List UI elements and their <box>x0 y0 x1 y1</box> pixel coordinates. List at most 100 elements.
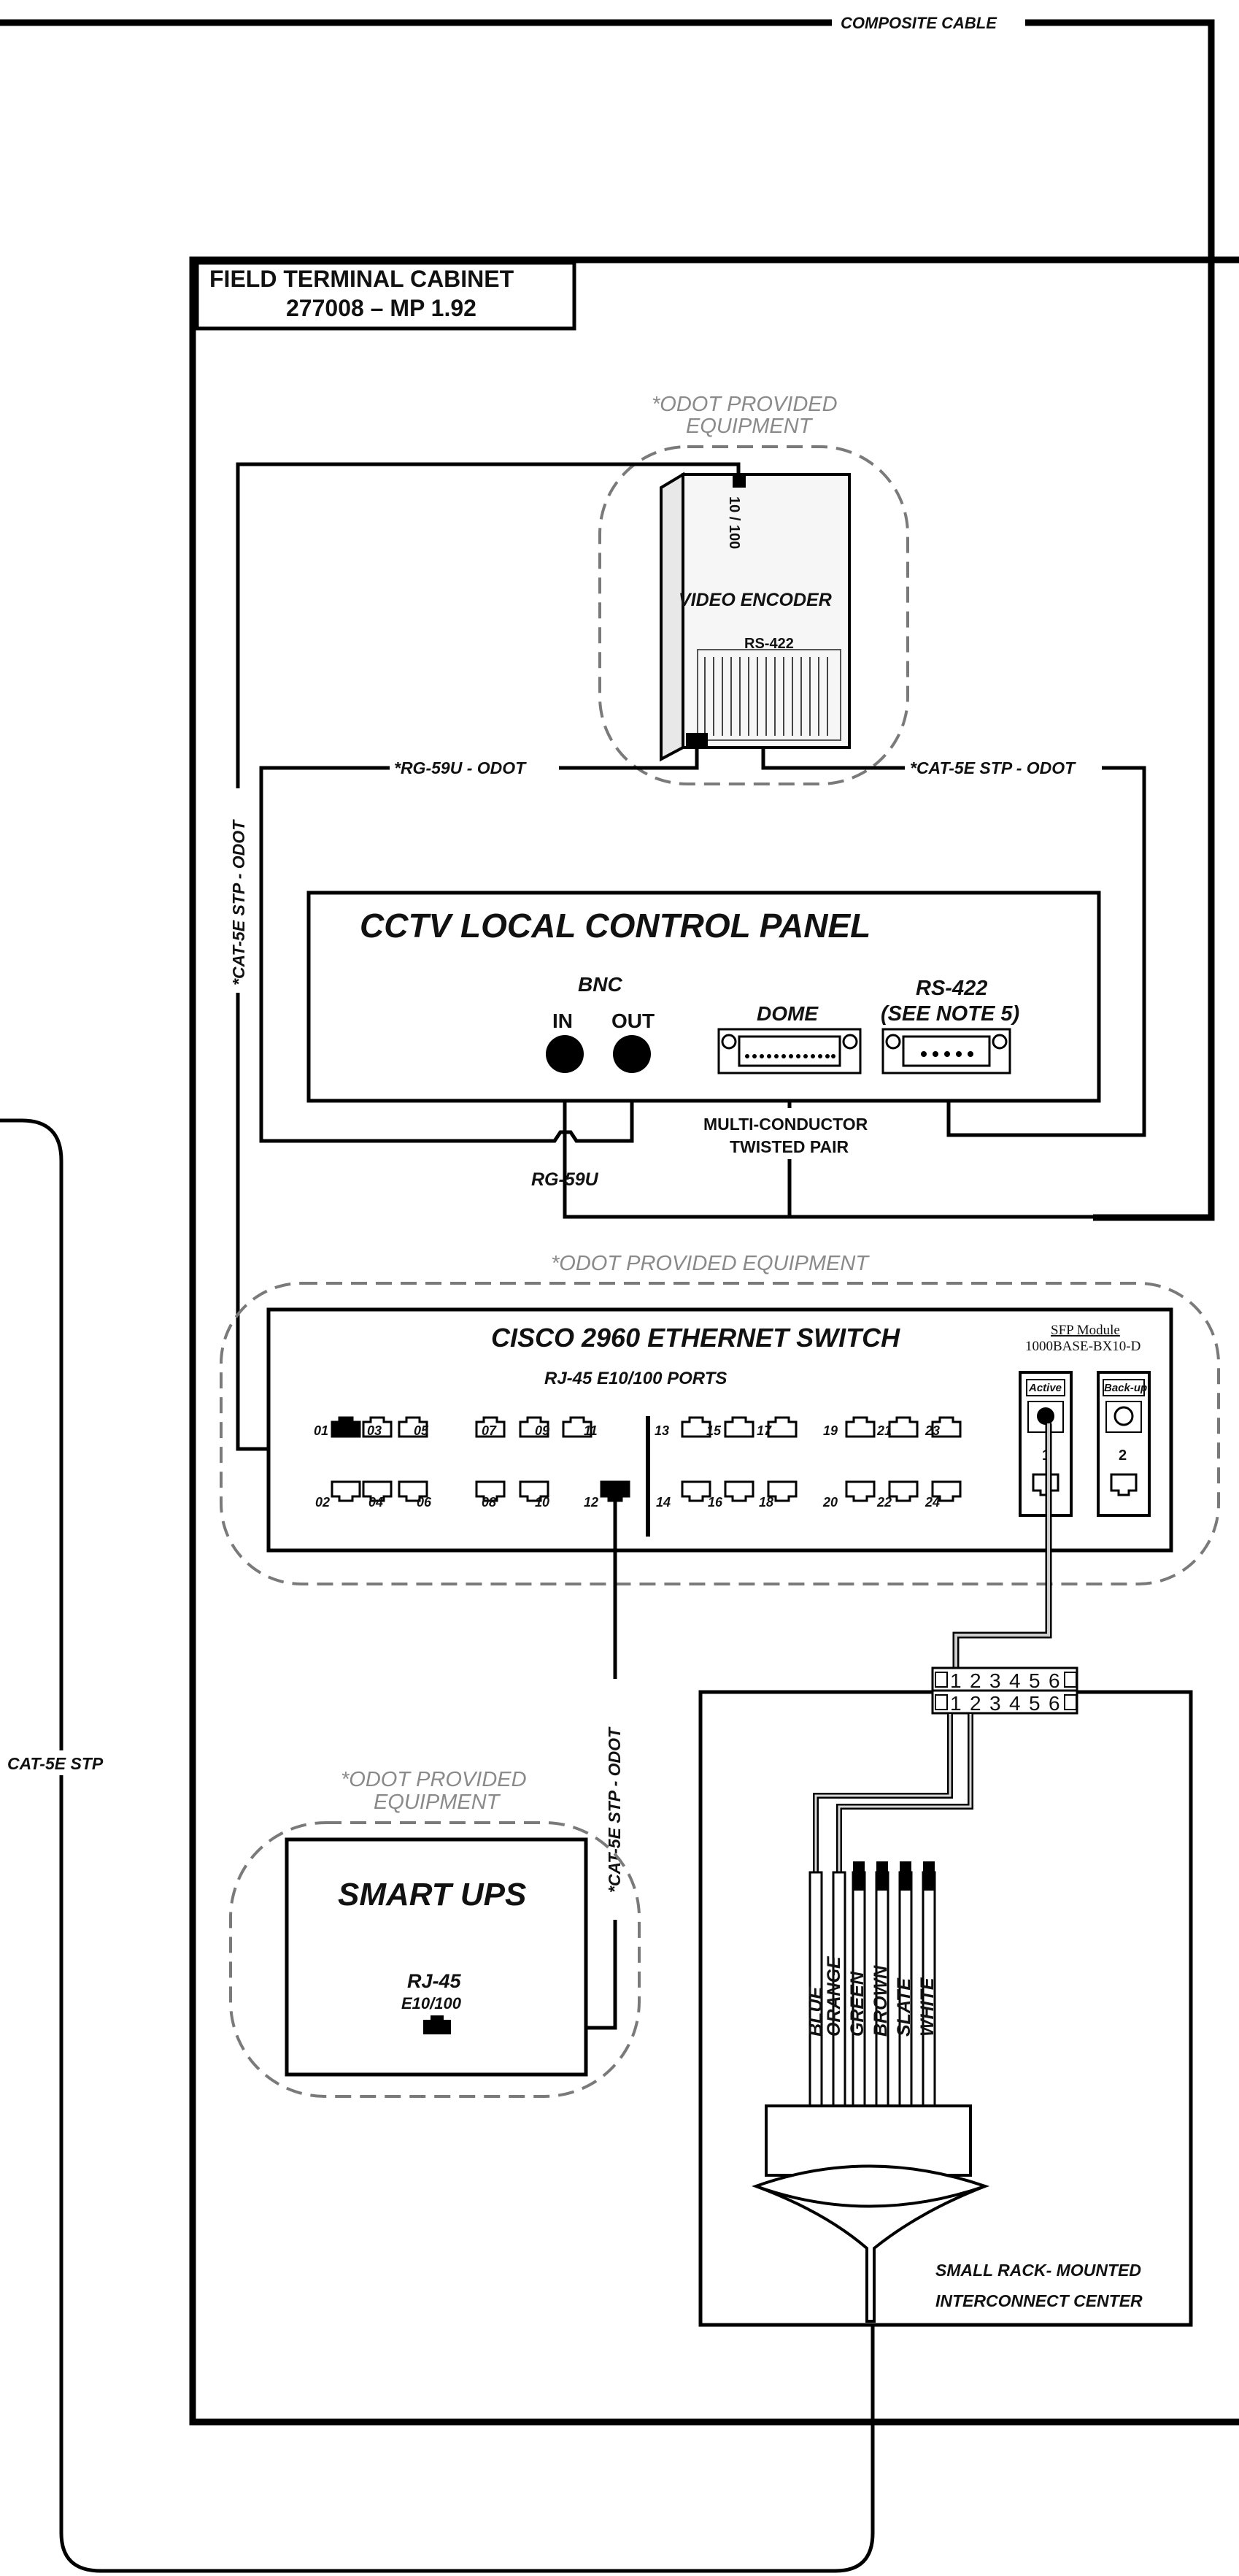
encoder-port-label: 10 / 100 <box>726 496 742 549</box>
multi-conductor-label: MULTI-CONDUCTOR <box>703 1115 868 1134</box>
encoder-rs422-label: RS-422 <box>744 636 794 652</box>
sfp-fiber-cable <box>952 1423 1052 1683</box>
rg59u-label: RG-59U <box>531 1169 599 1190</box>
port-24: 24 <box>925 1495 940 1510</box>
terminal-strip <box>931 1666 1078 1715</box>
fiber-blue-label: BLUE <box>806 1986 826 2037</box>
ups-rj45-label: RJ-45 <box>407 1970 462 1992</box>
odot-ups-label-2: EQUIPMENT <box>374 1791 501 1814</box>
rs422-label: RS-422 <box>916 977 987 1000</box>
port-03: 03 <box>367 1423 382 1438</box>
port-16: 16 <box>708 1495 723 1510</box>
port-14: 14 <box>656 1495 671 1510</box>
fiber-orange-label: ORANGE <box>824 1956 844 2037</box>
rs422-connector <box>881 1028 1011 1074</box>
switch-port-row-top <box>331 1416 962 1438</box>
fiber-white-label: WHITE <box>917 1977 938 2037</box>
fiber-funnel <box>752 2104 990 2323</box>
bnc-out-label: OUT <box>611 1010 655 1032</box>
panel-title: CCTV LOCAL CONTROL PANEL <box>360 907 871 945</box>
cabinet-title: FIELD TERMINAL CABINET <box>209 266 514 292</box>
ic-label-1: SMALL RACK- MOUNTED <box>935 2261 1141 2280</box>
port-11: 11 <box>584 1423 598 1438</box>
port-23: 23 <box>925 1423 940 1438</box>
ups-title: SMART UPS <box>338 1877 526 1912</box>
cat5e-stp-label: CAT-5E STP <box>7 1754 104 1773</box>
cat5e-odot-label-left: *CAT-5E STP - ODOT <box>229 819 248 985</box>
terminal-bottom-3: 3 <box>989 1692 1001 1715</box>
sfp-active-label: Active <box>1028 1382 1062 1394</box>
bnc-out-connector <box>613 1035 651 1073</box>
terminal-bottom-5: 5 <box>1029 1692 1041 1715</box>
ups-rj45-port <box>423 2015 451 2034</box>
cat5e-odot-switch-label: *CAT-5E STP - ODOT <box>605 1726 624 1893</box>
sfp-backup-label: Back-up <box>1104 1382 1147 1394</box>
switch-port-row-bottom <box>331 1480 962 1502</box>
smart-ups <box>285 1837 588 2077</box>
port-06: 06 <box>417 1495 432 1510</box>
port-02: 02 <box>315 1495 330 1510</box>
ic-label-2: INTERCONNECT CENTER <box>935 2291 1143 2310</box>
rg59u-odot-label: *RG-59U - ODOT <box>394 758 527 777</box>
port-04: 04 <box>368 1495 383 1510</box>
fiber-brown-label: BROWN <box>871 1965 891 2037</box>
terminal-top-4: 4 <box>1009 1669 1021 1692</box>
port-17: 17 <box>757 1423 772 1438</box>
port-01: 01 <box>314 1423 328 1438</box>
sfp-slot-2-label: 2 <box>1119 1447 1127 1464</box>
cat5e-stp-loop <box>0 1118 875 2573</box>
port-21: 21 <box>876 1423 892 1438</box>
terminal-bottom-1: 1 <box>950 1692 962 1715</box>
dome-connector <box>717 1028 862 1074</box>
cat5e-odot-label-right: *CAT-5E STP - ODOT <box>910 758 1076 777</box>
odot-encoder-label-2: EQUIPMENT <box>686 415 814 438</box>
bnc-label: BNC <box>578 973 622 996</box>
encoder-title: VIDEO ENCODER <box>679 590 832 610</box>
port-18: 18 <box>759 1495 773 1510</box>
interconnect-center <box>698 1690 1193 2327</box>
switch-title: CISCO 2960 ETHERNET SWITCH <box>491 1323 900 1353</box>
terminal-top-3: 3 <box>989 1669 1001 1692</box>
port-10: 10 <box>535 1495 549 1510</box>
terminal-bottom-2: 2 <box>970 1692 981 1715</box>
switch-ports-label: RJ-45 E10/100 PORTS <box>544 1369 727 1388</box>
odot-switch-label: *ODOT PROVIDED EQUIPMENT <box>551 1252 870 1275</box>
sfp-module-type: 1000BASE-BX10-D <box>1025 1339 1140 1354</box>
port-12: 12 <box>584 1495 598 1510</box>
rs422-note: (SEE NOTE 5) <box>881 1002 1019 1026</box>
odot-switch-boundary <box>220 1282 1220 1585</box>
sfp-slot-backup <box>1097 1371 1151 1517</box>
field-terminal-cabinet <box>189 256 1239 2426</box>
port-08: 08 <box>482 1495 496 1510</box>
port-20: 20 <box>822 1495 838 1510</box>
odot-encoder-boundary <box>598 445 909 785</box>
dome-label: DOME <box>757 1002 819 1025</box>
port-22: 22 <box>876 1495 892 1510</box>
terminal-bottom-4: 4 <box>1009 1692 1021 1715</box>
composite-cable-label: COMPOSITE CABLE <box>841 14 997 32</box>
fiber-slate-label: SLATE <box>894 1977 914 2037</box>
fiber-green-label: GREEN <box>847 1971 868 2037</box>
fiber-leads <box>813 1714 973 1872</box>
cabinet-title-box <box>195 261 576 331</box>
terminal-top-2: 2 <box>970 1669 981 1692</box>
terminal-top-6: 6 <box>1049 1669 1060 1692</box>
cabinet-id: 277008 – MP 1.92 <box>286 295 476 321</box>
port-15: 15 <box>706 1423 722 1438</box>
bnc-in-label: IN <box>552 1010 573 1032</box>
fiber-breakout <box>808 1861 936 2107</box>
bnc-in-connector <box>546 1035 584 1073</box>
port-07: 07 <box>482 1423 497 1438</box>
terminal-top-1: 1 <box>950 1669 962 1692</box>
port-13: 13 <box>655 1423 669 1438</box>
twisted-pair-label: TWISTED PAIR <box>730 1137 849 1156</box>
sfp-module-label: SFP Module <box>1051 1323 1120 1338</box>
video-encoder <box>660 472 851 762</box>
odot-encoder-label-1: *ODOT PROVIDED <box>652 393 838 416</box>
port-19: 19 <box>823 1423 838 1438</box>
terminal-top-5: 5 <box>1029 1669 1041 1692</box>
ups-e10-label: E10/100 <box>401 1994 462 2012</box>
odot-ups-boundary <box>229 1821 641 2098</box>
terminal-bottom-6: 6 <box>1049 1692 1060 1715</box>
